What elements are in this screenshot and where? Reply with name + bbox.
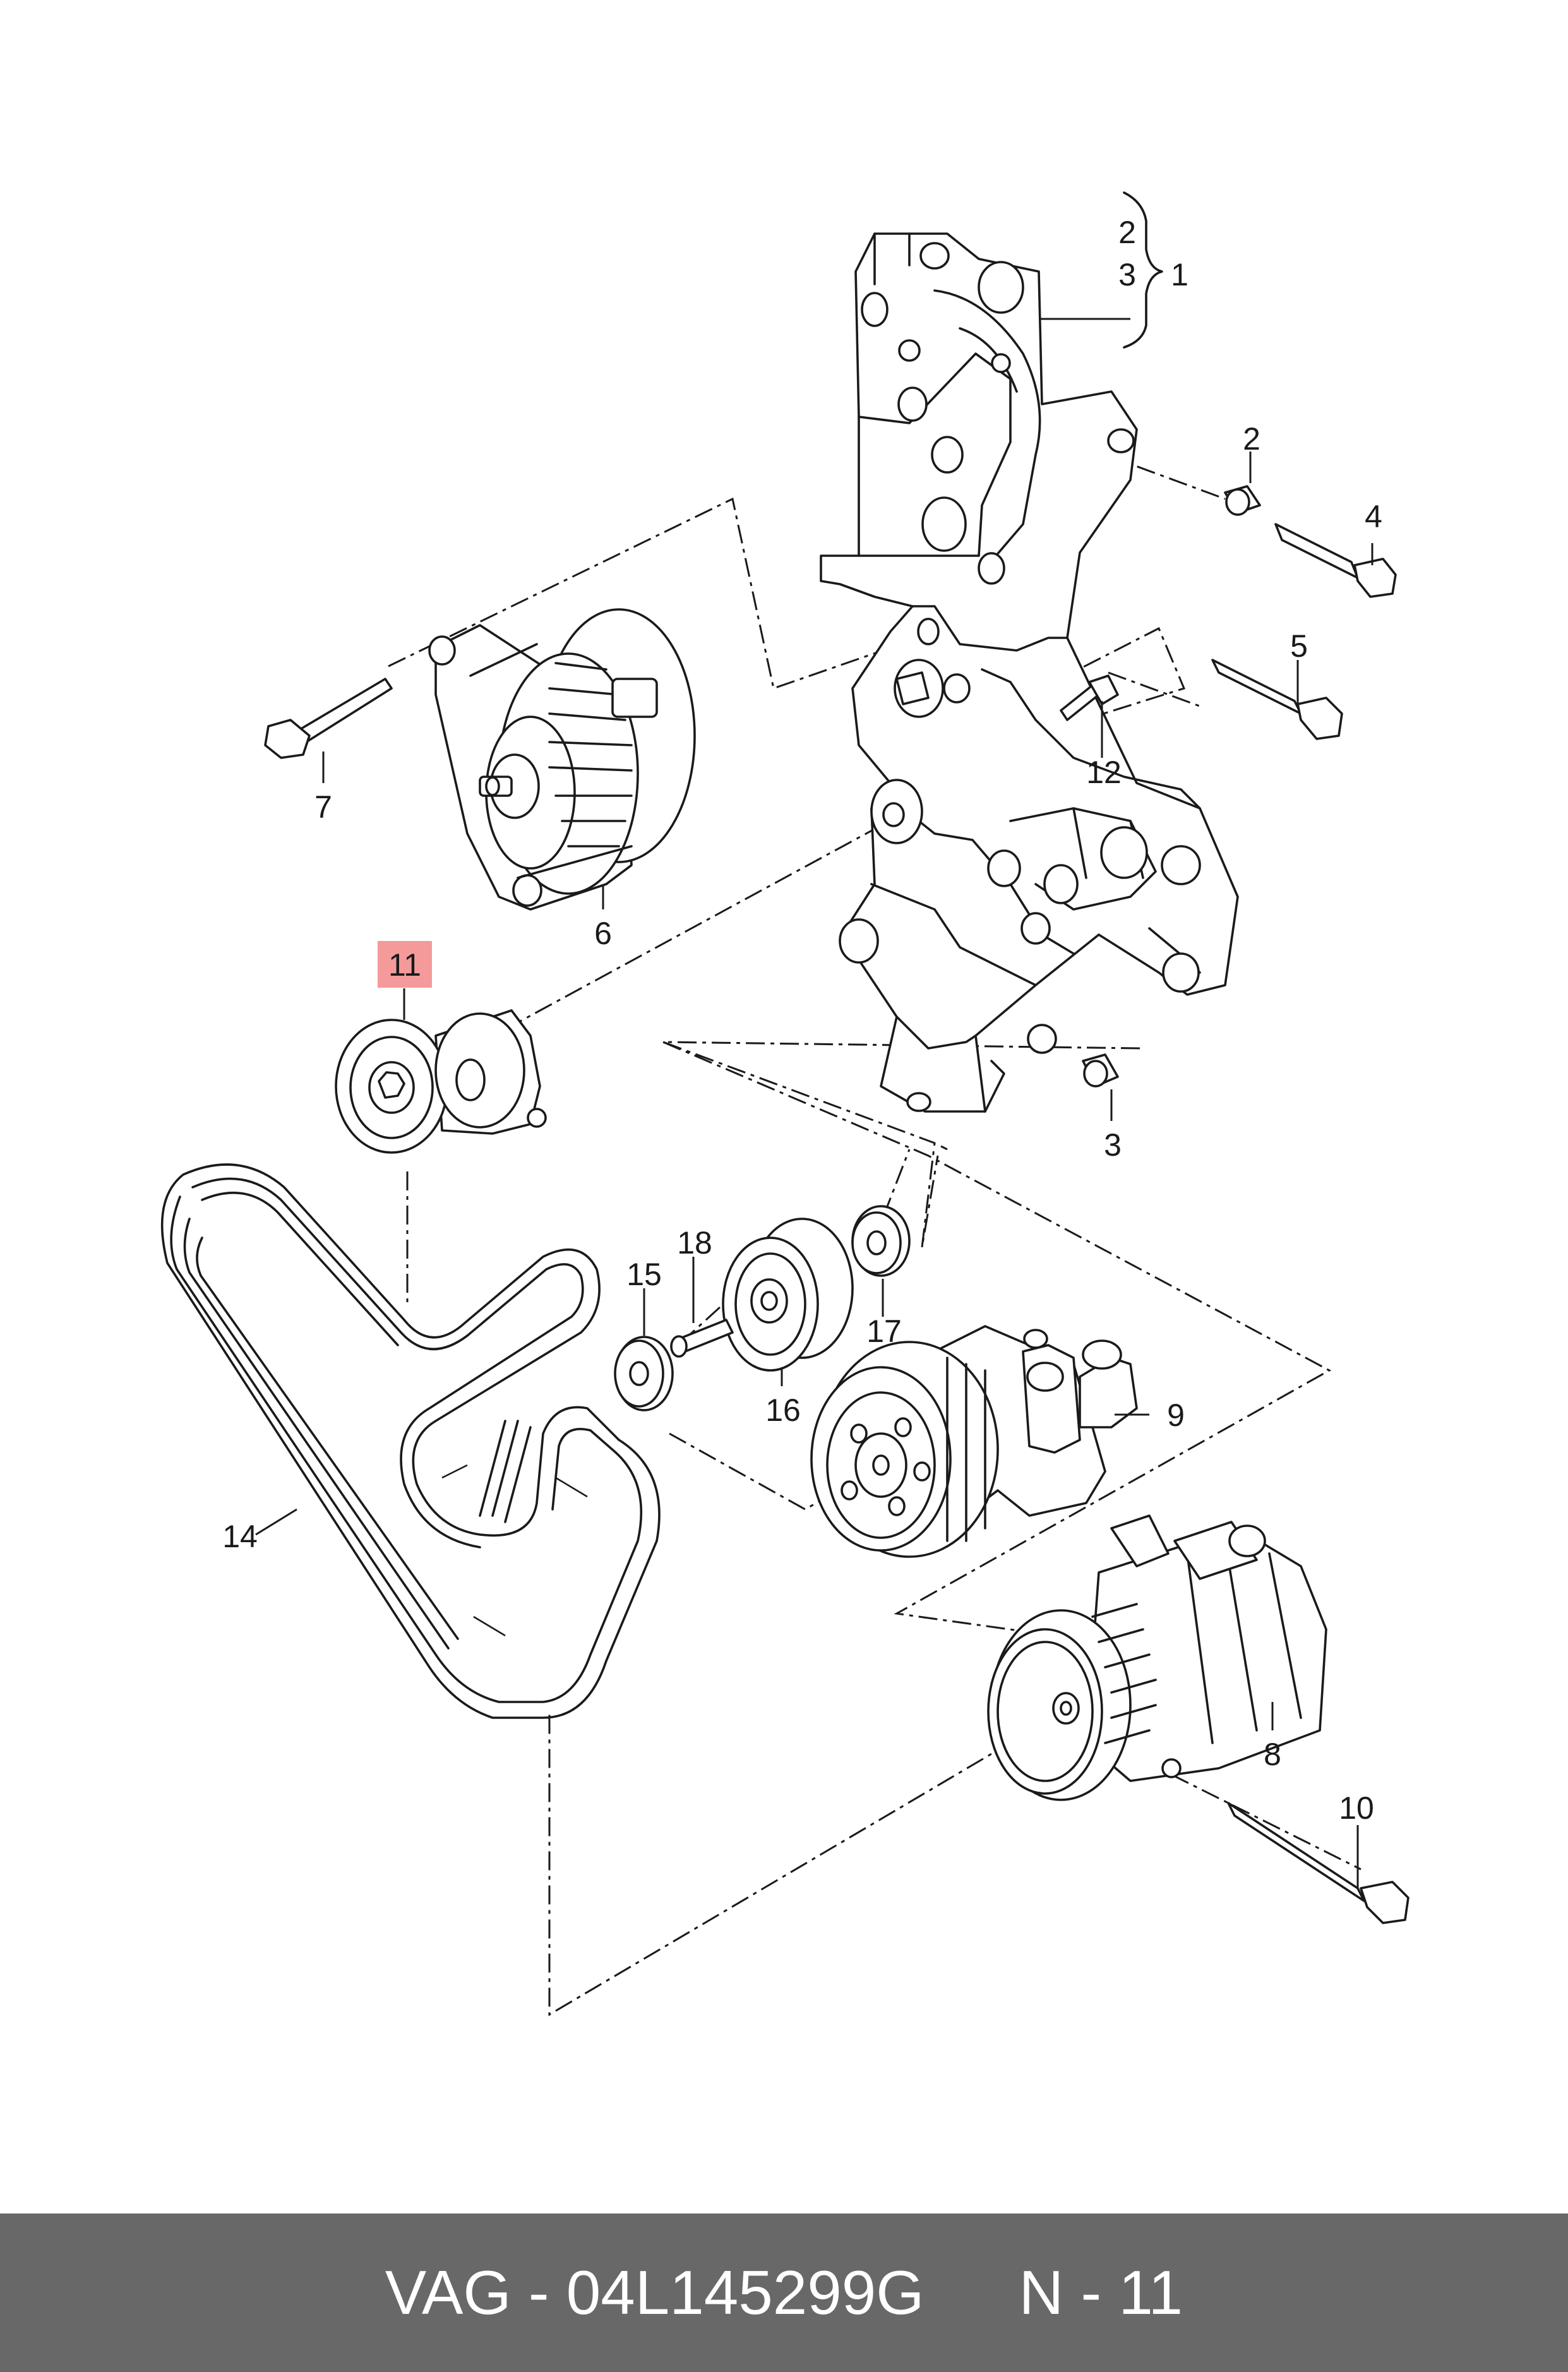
cap-15 (614, 1336, 674, 1411)
cap-17 (851, 1205, 911, 1277)
callout-2-top: 2 (1118, 215, 1136, 250)
callout-3: 3 (1104, 1127, 1122, 1163)
callout-18: 18 (677, 1225, 712, 1261)
callout-1: 1 (1171, 257, 1188, 292)
position-number: N - 11 (1019, 2258, 1183, 2327)
callout-9: 9 (1167, 1398, 1185, 1433)
belt-tensioner (335, 1009, 547, 1154)
callout-8: 8 (1264, 1737, 1281, 1772)
callout-15: 15 (626, 1257, 662, 1292)
callout-12: 12 (1086, 755, 1122, 790)
callout-17: 17 (866, 1314, 902, 1349)
sleeve-3 (1082, 1053, 1119, 1087)
callout-2: 2 (1243, 421, 1260, 457)
ribbed-belt (160, 1163, 661, 1719)
assembly-dash-lines (388, 453, 1362, 2016)
callout-labels: 2 3 1 2 4 5 7 12 6 11 3 18 15 17 16 9 14… (222, 215, 1382, 1826)
bolt-4 (1274, 523, 1397, 598)
callout-10: 10 (1339, 1790, 1374, 1826)
bolt-18 (670, 1319, 734, 1358)
ac-compressor (987, 1514, 1327, 1801)
callout-5: 5 (1290, 628, 1308, 664)
exploded-parts-diagram: 2 3 1 2 4 5 7 12 6 11 3 18 15 17 16 9 14… (160, 191, 1409, 2016)
bolt-5 (1211, 659, 1343, 740)
bolt-12 (1060, 674, 1119, 721)
callout-14: 14 (222, 1519, 258, 1554)
callout-7: 7 (314, 789, 332, 825)
callout-11: 11 (388, 947, 421, 983)
highlight-box (378, 941, 432, 988)
callout-16: 16 (765, 1393, 801, 1428)
part-number-footer: VAG - 04L145299G N - 11 (0, 2213, 1568, 2372)
engine-bracket (820, 232, 1239, 1113)
callout-11-highlighted: 11 (378, 941, 432, 988)
bolt-7 (264, 678, 393, 759)
callout-4: 4 (1365, 499, 1382, 534)
leader-lines (255, 191, 1373, 1888)
callout-6: 6 (594, 916, 612, 951)
bolt-10 (1227, 1802, 1409, 1924)
idler-pulley-16 (722, 1218, 854, 1372)
sleeve-2 (1224, 485, 1261, 516)
part-number: VAG - 04L145299G (385, 2258, 925, 2327)
alternator (428, 608, 696, 911)
power-steering-pump (810, 1325, 1138, 1558)
callout-3-top: 3 (1118, 257, 1136, 292)
